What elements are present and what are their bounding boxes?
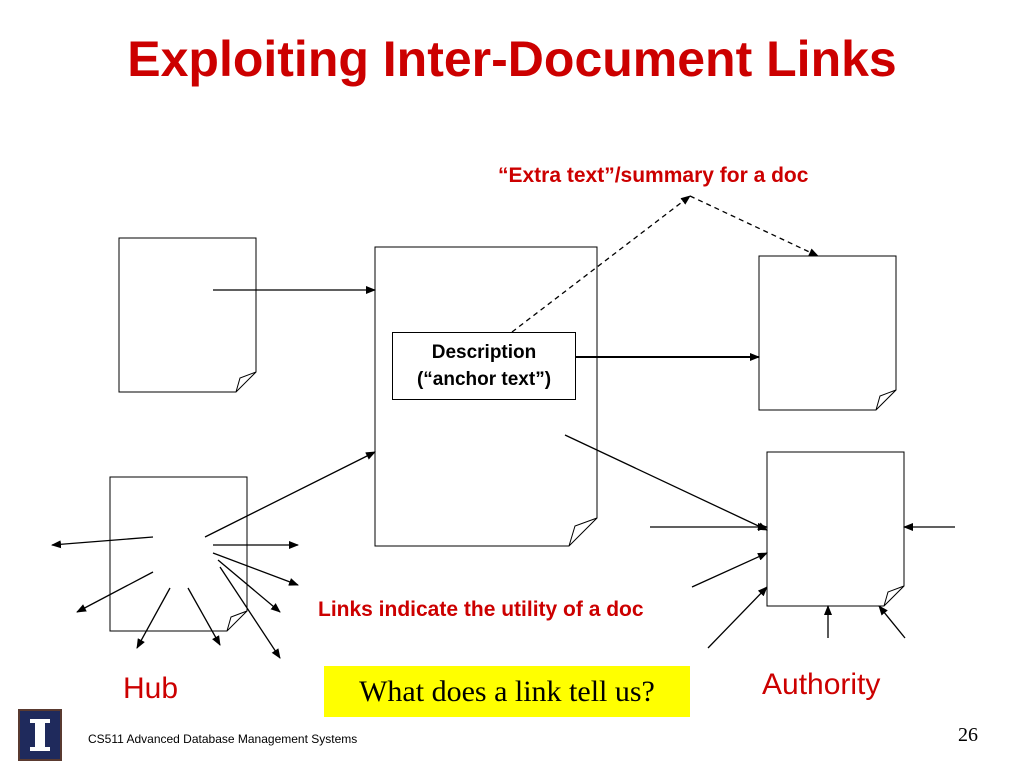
column-icon [30, 719, 50, 751]
in-arrow [878, 605, 906, 639]
hub-document [109, 476, 248, 632]
out-arrow [187, 587, 221, 646]
dashed-arrow [689, 195, 819, 257]
out-arrow [219, 566, 281, 659]
in-arrow [691, 552, 768, 588]
question-box: What does a link tell us? [324, 666, 690, 717]
hub-to-center-arrow [204, 451, 376, 538]
hub-label: Hub [123, 672, 179, 705]
out-arrow [51, 536, 154, 549]
page-number: 26 [958, 724, 978, 746]
authority-label: Authority [762, 668, 881, 701]
authority-document [766, 451, 905, 607]
slide-title: Exploiting Inter-Document Links [127, 31, 897, 87]
description-box: Description (“anchor text”) [392, 332, 576, 400]
footer-course: CS511 Advanced Database Management Syste… [88, 732, 358, 746]
description-line2: (“anchor text”) [416, 369, 552, 390]
out-arrow [217, 559, 281, 613]
document-target [758, 255, 897, 411]
links-label: Links indicate the utility of a doc [318, 598, 644, 621]
center-to-authority-arrow [564, 434, 768, 531]
in-arrow [707, 586, 768, 649]
out-arrow [76, 571, 154, 613]
description-line1: Description [431, 342, 537, 363]
dashed-arrow [511, 195, 691, 333]
document-1 [118, 237, 257, 393]
extra-text-label: “Extra text”/summary for a doc [498, 164, 809, 187]
university-logo [18, 709, 62, 761]
out-arrow [212, 552, 299, 586]
out-arrow [136, 587, 171, 649]
